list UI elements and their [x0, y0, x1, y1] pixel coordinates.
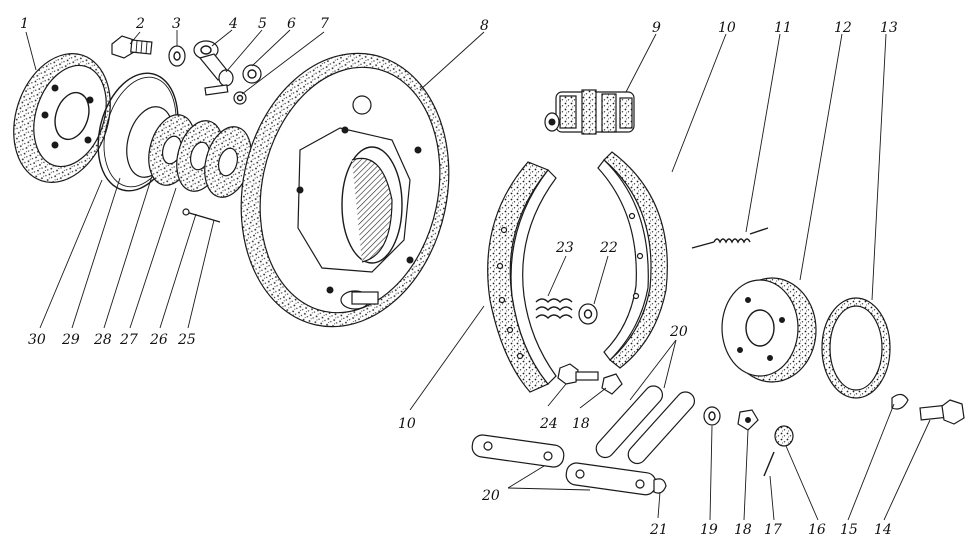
label-6: 6 — [287, 16, 296, 32]
part-21-clip — [653, 478, 667, 494]
label-7: 7 — [320, 16, 329, 32]
part-25-pin — [182, 208, 221, 223]
part-20-link-plates — [471, 385, 696, 496]
part-1-hub-flange — [13, 53, 111, 183]
label-18-left: 18 — [572, 416, 590, 432]
part-12-brake-drum — [721, 277, 817, 383]
part-16-castle-nut — [774, 425, 794, 447]
label-23: 23 — [555, 240, 574, 256]
label-26: 26 — [149, 332, 168, 348]
part-15-lock-washer — [891, 393, 909, 410]
part-13-ring — [821, 297, 891, 399]
label-17: 17 — [764, 522, 782, 538]
label-16: 16 — [808, 522, 826, 538]
part-14-bolt — [919, 399, 965, 425]
label-8: 8 — [480, 18, 489, 34]
label-1: 1 — [20, 16, 29, 32]
label-28: 28 — [93, 332, 112, 348]
part-10-brake-shoe-right — [597, 151, 668, 369]
label-10-top: 10 — [718, 20, 736, 36]
label-13: 13 — [880, 20, 898, 36]
part-18-nut-left — [601, 373, 623, 395]
part-8-backing-plate — [240, 52, 450, 328]
part-24-stud — [557, 363, 599, 385]
label-27: 27 — [119, 332, 138, 348]
part-10-brake-shoe-left — [487, 161, 557, 393]
callout-labels: 1 2 3 4 5 6 7 8 9 10 11 12 13 14 15 16 1… — [20, 16, 898, 538]
label-15: 15 — [840, 522, 858, 538]
label-11: 11 — [774, 20, 792, 36]
label-9: 9 — [652, 20, 661, 36]
part-7-small-washer — [233, 91, 247, 105]
part-2-bolt — [111, 35, 153, 59]
part-22-washer — [578, 303, 598, 325]
label-2: 2 — [135, 16, 145, 32]
part-18-nut-right — [737, 409, 759, 431]
label-20-top: 20 — [669, 324, 688, 340]
label-14: 14 — [874, 522, 892, 538]
label-30: 30 — [28, 332, 46, 348]
label-24: 24 — [539, 416, 558, 432]
part-23-spring — [535, 298, 573, 319]
part-28-27-spacer-stack — [126, 106, 252, 198]
part-6-nut — [242, 64, 262, 84]
part-9-expander — [544, 89, 635, 135]
label-21: 21 — [649, 522, 668, 538]
label-18-right: 18 — [734, 522, 752, 538]
part-11-return-spring — [691, 227, 769, 249]
label-5: 5 — [258, 16, 267, 32]
label-12: 12 — [834, 20, 852, 36]
part-4-eye-fitting — [193, 40, 234, 96]
part-3-washer — [168, 45, 186, 67]
part-19-bushing — [703, 406, 721, 426]
label-22: 22 — [599, 240, 618, 256]
part-17-cotter-pin — [763, 451, 775, 477]
label-10-bottom: 10 — [398, 416, 416, 432]
label-25: 25 — [177, 332, 196, 348]
label-20-bottom: 20 — [481, 488, 500, 504]
label-29: 29 — [61, 332, 80, 348]
label-19: 19 — [700, 522, 718, 538]
leader-lines — [25, 29, 931, 521]
label-4: 4 — [228, 16, 238, 32]
label-3: 3 — [172, 16, 181, 32]
